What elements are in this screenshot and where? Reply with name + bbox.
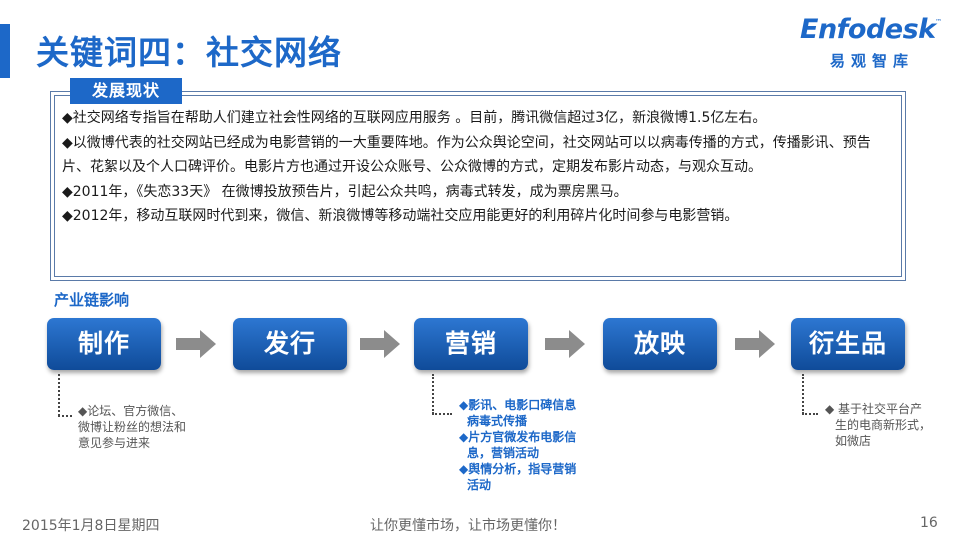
production-note-leader: [58, 374, 60, 416]
derivatives-note-line: 生的电商新形式，: [835, 418, 932, 432]
logo-chinese-name: 易观智库: [830, 52, 915, 70]
status-panel: [50, 91, 906, 281]
footer-slogan: 让你更懂市场，让市场更懂你！: [370, 518, 566, 534]
marketing-note-leader: [432, 374, 434, 414]
marketing-note-line: ◆影讯、电影口碑信息: [459, 398, 577, 412]
status-bullet-3: ◆2011年，《失恋33天》 在微博投放预告片，引起公众共鸣，病毒式转发，成为票…: [62, 183, 628, 200]
marketing-note-leader-h: [432, 413, 452, 415]
marketing-note-line: 病毒式传播: [467, 414, 528, 428]
derivatives-note-line: 如微店: [835, 434, 872, 448]
production-note-line: 微博让粉丝的想法和: [78, 420, 187, 434]
status-panel-inner-border: [54, 95, 902, 277]
step-screening: 放映: [603, 318, 717, 370]
marketing-note: ◆影讯、电影口碑信息 病毒式传播 ◆片方官微发布电影信 息，营销活动 ◆舆情分析…: [459, 397, 576, 493]
page-title: 关键词四：社交网络: [36, 33, 342, 72]
footer-date: 2015年1月8日星期四: [22, 518, 160, 534]
derivatives-note: ◆ 基于社交平台产 生的电商新形式， 如微店: [825, 401, 931, 449]
title-accent-bar: [0, 24, 10, 78]
marketing-note-line: 息，营销活动: [467, 446, 540, 460]
derivatives-note-line: ◆ 基于社交平台产: [825, 402, 923, 416]
status-bullet-list: ◆社交网络专指旨在帮助人们建立社会性网络的互联网应用服务 。目前，腾讯微信超过3…: [62, 106, 892, 229]
arrow-right-icon: [545, 330, 585, 358]
logo-wordmark: Enfodesk: [800, 14, 936, 45]
step-distribution: 发行: [233, 318, 347, 370]
arrow-right-icon: [176, 330, 216, 358]
production-note-line: ◆论坛、官方微信、: [78, 404, 184, 418]
footer-page-number: 16: [920, 515, 938, 531]
step-marketing: 营销: [414, 318, 528, 370]
status-bullet-1: ◆社交网络专指旨在帮助人们建立社会性网络的互联网应用服务 。目前，腾讯微信超过3…: [62, 110, 767, 126]
arrow-right-icon: [735, 330, 775, 358]
arrow-right-icon: [360, 330, 400, 358]
status-bullet-2: ◆以微博代表的社交网站已经成为电影营销的一大重要阵地。作为公众舆论空间，社交网站…: [62, 134, 871, 176]
derivatives-note-leader: [802, 374, 804, 414]
marketing-note-line: ◆片方官微发布电影信: [459, 430, 577, 444]
logo-trademark: ™: [935, 18, 942, 26]
derivatives-note-leader-h: [802, 413, 818, 415]
production-note-leader-h: [58, 415, 72, 417]
status-bullet-4: ◆2012年，移动互联网时代到来，微信、新浪微博等移动端社交应用能更好的利用碎片…: [62, 208, 739, 224]
step-derivatives: 衍生品: [791, 318, 905, 370]
production-note-line: 意见参与进来: [78, 436, 151, 450]
enfodesk-logo: Enfodesk ™ 易观智库: [800, 14, 950, 74]
step-production: 制作: [47, 318, 161, 370]
status-panel-tab: 发展现状: [70, 78, 182, 104]
industry-chain-label: 产业链影响: [54, 291, 130, 309]
marketing-note-line: ◆舆情分析，指导营销: [459, 462, 577, 476]
production-note: ◆论坛、官方微信、 微博让粉丝的想法和 意见参与进来: [78, 403, 186, 451]
marketing-note-line: 活动: [467, 478, 492, 492]
